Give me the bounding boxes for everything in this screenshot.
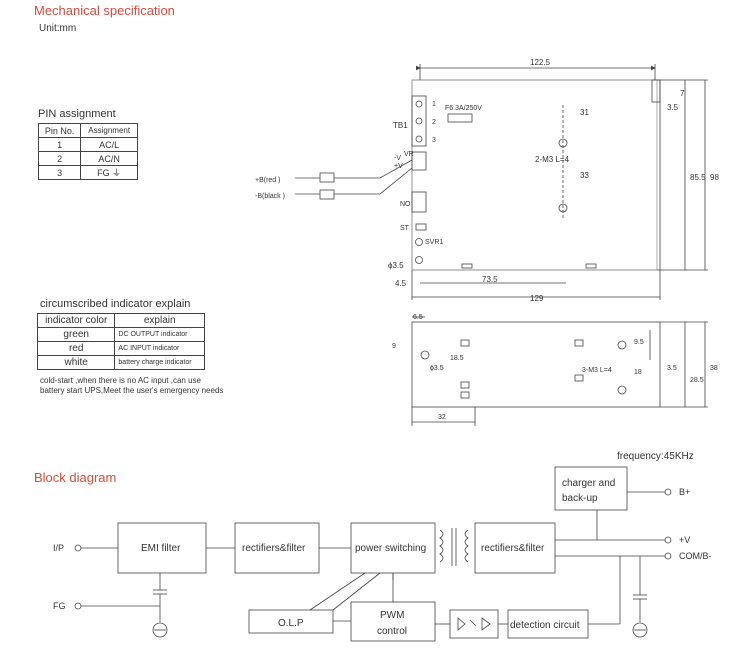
indicator-note-2: battery start UPS,Meet the user's emerge… [40,386,224,395]
no-label: NO [400,201,411,208]
minus-v-label: -V [394,155,401,162]
dim-85-5: 85.5 [690,173,706,182]
hole-label-side: 3-M3 L=4 [582,367,612,374]
dim-129: 129 [530,294,544,303]
fg-label: FG [53,601,66,611]
ip-label: I/P [53,543,64,553]
dim-122-5: 122.5 [530,58,551,67]
unit-label: Unit:mm [39,23,77,34]
tb1-label: TB1 [393,121,408,130]
vplus-label: +V [679,535,690,545]
dim-28-5: 28.5 [690,377,704,384]
charger-box [554,466,628,511]
top-view-inner [411,79,658,271]
top-view [295,64,708,300]
vr-label: VR [404,151,414,158]
dim-phi-side: ϕ3.5 [430,365,444,372]
b-red-label: +B(red ) [255,177,280,184]
pwm-label-2: control [377,626,407,637]
side-view-outline [411,321,661,408]
indicator-note-1: cold-start ,when there is no AC input ,c… [40,376,201,385]
pin-3-label: 3 [432,137,436,144]
dim-73-5: 73.5 [482,275,498,284]
block-title: Block diagram [34,470,117,485]
pin-1-label: 1 [432,101,436,108]
hole-label-top: 2-M3 L=4 [535,155,570,164]
dim-9: 9 [392,343,396,350]
frequency-label: frequency:45KHz [617,451,694,462]
terminal-screw [415,135,423,143]
ps-label: power switching [355,543,426,554]
side-view [411,316,708,426]
pin-2-label: 2 [432,119,436,126]
dim-18: 18 [634,369,642,376]
rectifier-box-2 [474,522,556,574]
dim-33: 33 [580,171,589,180]
rect2-label: rectifiers&filter [481,543,545,554]
b-black-label: -B(black ) [255,193,285,200]
dim-9-5: 9.5 [634,339,644,346]
mount-hole [617,385,627,395]
drawing-labels: 122.5 129 73.5 4.5 31 33 85.5 98 3.5 7 ϕ… [53,58,719,637]
rect1-label: rectifiers&filter [242,543,306,554]
terminal-screw [415,100,423,108]
fuse-shape [447,113,473,123]
detect-label: detection circuit [510,620,580,631]
dim-38: 38 [710,365,718,372]
dim-6-5: 6.5 [413,314,423,321]
dim-phi: ϕ3.5 [388,261,404,270]
charger-label-1: charger and [562,478,615,489]
tb1-block [411,95,427,147]
fuse-label: F6.3A/250V [445,105,482,112]
pwm-label-1: PWM [380,610,404,621]
terminal-screw [415,117,423,125]
dim-7: 7 [680,89,685,98]
st-label: ST [400,225,410,232]
com-label: COM/B- [679,551,712,561]
mount-hole [420,350,430,360]
svr1-label: SVR1 [425,239,443,246]
pin-title: PIN assignment [38,108,116,120]
olp-label: O.L.P [278,618,304,629]
dim-3-5: 3.5 [667,103,679,112]
charger-label-2: back-up [562,493,598,504]
mech-title: Mechanical specification [34,3,175,18]
dim-32: 32 [438,414,446,421]
plus-v-label: +V [394,163,403,170]
dim-4-5: 4.5 [395,279,407,288]
indicator-cell: battery charge indicator [114,355,205,370]
pin-cell: 3 [37,165,82,180]
mount-hole [617,340,627,350]
indicator-cell: white [36,355,116,370]
emi-label: EMI filter [141,543,181,554]
olp-box [248,609,334,634]
bplus-label: B+ [679,487,690,497]
dim-3-5-side: 3.5 [667,365,677,372]
dim-18-5: 18.5 [450,355,464,362]
indicator-header-row: indicator color explain [36,313,205,328]
dim-31: 31 [580,108,589,117]
dim-98: 98 [710,173,719,182]
pin-cell: FG ⏚ [80,165,138,180]
indicator-title: circumscribed indicator explain [40,298,191,310]
block-diagram [74,466,672,642]
